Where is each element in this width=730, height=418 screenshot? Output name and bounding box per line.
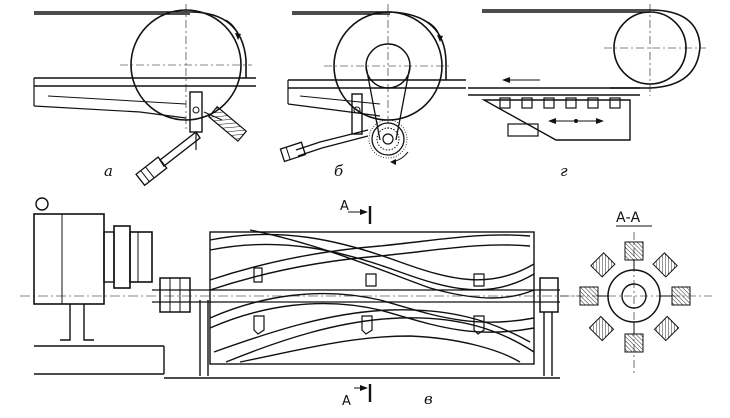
figure-b bbox=[279, 4, 466, 165]
label-fig-a: а bbox=[104, 162, 113, 180]
section-mark-top: А bbox=[340, 199, 349, 214]
radial-knives bbox=[579, 241, 691, 353]
label-fig-b: б bbox=[334, 162, 344, 180]
section-a-a bbox=[560, 225, 712, 376]
figure-v bbox=[20, 197, 580, 402]
helical-blades bbox=[209, 229, 535, 363]
section-mark-bottom: А bbox=[342, 394, 351, 409]
figure-g bbox=[468, 4, 706, 141]
label-fig-g: г bbox=[560, 162, 568, 180]
label-fig-v: в bbox=[424, 390, 433, 408]
section-title: А-А bbox=[616, 210, 641, 226]
comb-teeth bbox=[499, 97, 621, 109]
figure-a bbox=[33, 4, 256, 187]
